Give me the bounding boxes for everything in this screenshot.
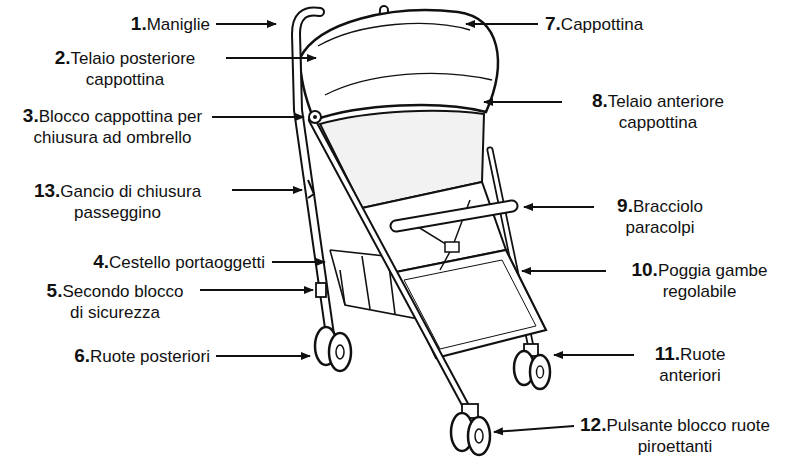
part-name: Cappottina (561, 15, 643, 34)
part-name: Poggia gambe regolabile (658, 261, 768, 301)
part-name: Cestello portaoggetti (109, 253, 265, 272)
callout-label: 10.Poggia gambe regolabile (612, 259, 787, 302)
callout-number: 9. (617, 195, 633, 216)
callout-label: 12.Pulsante blocco ruote piroettanti (580, 414, 770, 457)
callout-label: 5.Secondo blocco di sicurezza (40, 280, 190, 323)
callout-number: 13. (34, 180, 60, 201)
callout-label: 1.Maniglie (90, 13, 210, 35)
callout-number: 8. (592, 90, 608, 111)
callout-number: 6. (74, 345, 90, 366)
callout-number: 12. (580, 414, 606, 435)
callout-number: 5. (47, 280, 63, 301)
part-name: Telaio anteriore cappottina (608, 92, 724, 132)
part-name: Telaio posteriore cappottina (71, 49, 196, 89)
leader-arrow (466, 23, 538, 25)
part-name: Secondo blocco di sicurezza (62, 282, 183, 322)
part-name: Ruote posteriori (90, 347, 210, 366)
leader-arrow (494, 426, 574, 432)
callout-number: 7. (545, 13, 561, 34)
leader-arrow (554, 354, 634, 356)
callout-label: 11.Ruote anteriori (640, 343, 740, 386)
part-name: Pulsante blocco ruote piroettanti (606, 416, 770, 456)
callout-number: 11. (655, 343, 680, 364)
leader-arrow (226, 57, 316, 59)
callout-number: 4. (93, 251, 109, 272)
leader-arrow (272, 261, 325, 263)
leader-arrow (200, 289, 313, 291)
part-name: Maniglie (147, 15, 210, 34)
leader-arrow (216, 355, 310, 357)
callout-label: 8.Telaio anteriore cappottina (568, 90, 748, 133)
leader-arrow (484, 101, 562, 103)
callout-label: 3.Blocco cappottina per chiusura ad ombr… (20, 105, 205, 148)
callout-number: 10. (631, 259, 657, 280)
callout-label: 7.Cappottina (545, 13, 705, 35)
leader-arrow (522, 270, 606, 272)
callout-number: 3. (23, 105, 39, 126)
callout-label: 9.Bracciolo paracolpi (600, 195, 720, 238)
part-name: Blocco cappottina per chiusura ad ombrel… (34, 107, 203, 147)
leader-arrow (216, 23, 276, 25)
part-name: Bracciolo paracolpi (626, 197, 703, 237)
leader-arrow (212, 116, 304, 118)
callout-label: 6.Ruote posteriori (20, 345, 210, 367)
callout-number: 1. (131, 13, 147, 34)
callout-number: 2. (55, 47, 71, 68)
leader-arrow (232, 189, 302, 191)
callout-label: 2.Telaio posteriore cappottina (30, 47, 220, 90)
leader-arrow (524, 206, 594, 208)
part-name: Gancio di chiusura passeggino (60, 182, 201, 222)
callout-label: 4.Cestello portaoggetti (5, 251, 265, 273)
callout-label: 13.Gancio di chiusura passeggino (10, 180, 225, 223)
